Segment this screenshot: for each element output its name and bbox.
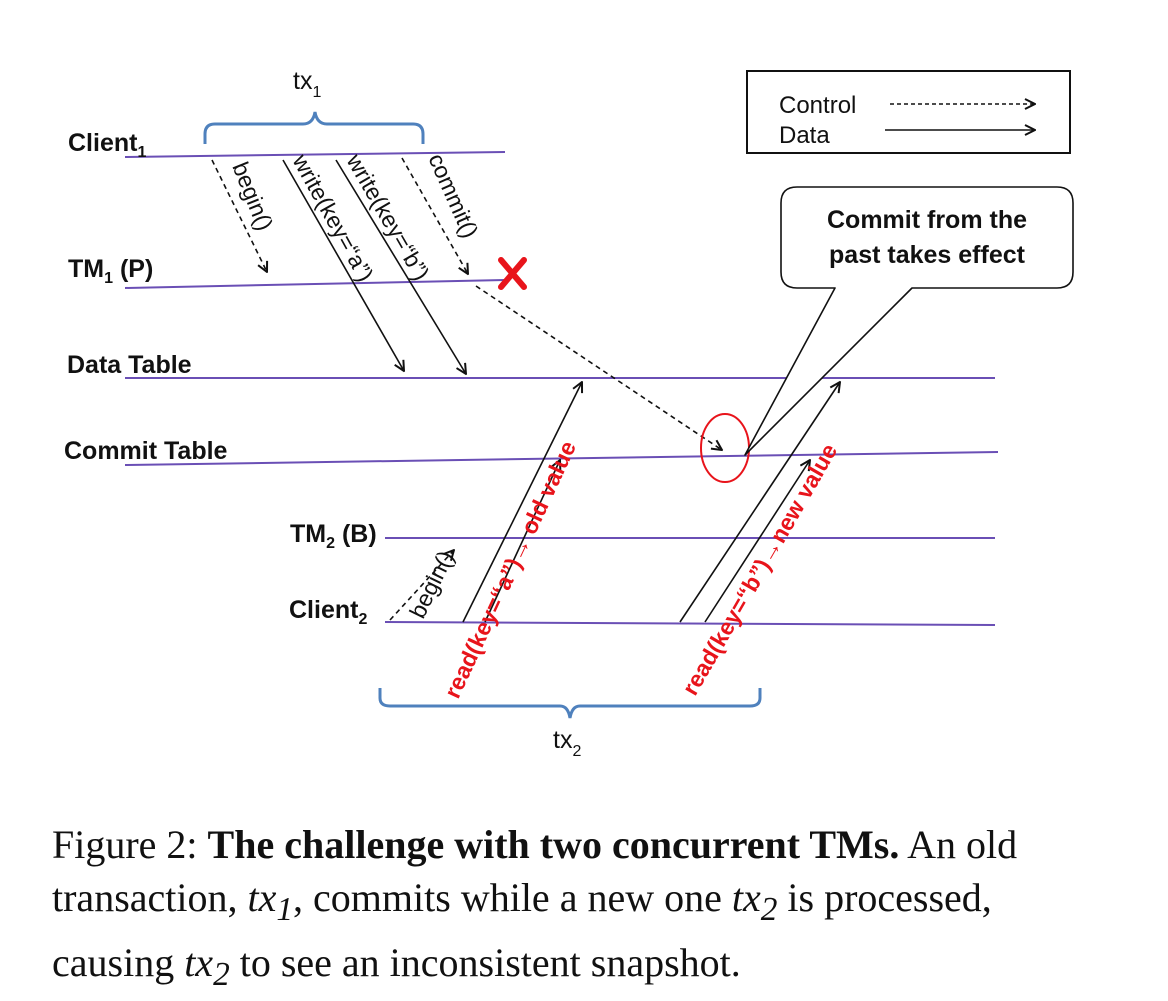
caption-title: The challenge with two concurrent TMs.: [207, 822, 900, 867]
client1-label: Client1: [68, 129, 146, 161]
caption-body-1: An old transaction,: [52, 822, 1018, 920]
tx1-begin-arrow: [211, 159, 267, 272]
commit-table-lifeline: [124, 451, 999, 466]
tm1-label: TM1 (P): [68, 255, 153, 287]
caption-prefix: Figure 2:: [52, 822, 208, 867]
tx2-read-a-arrow-2: [484, 460, 560, 623]
lifelines: [124, 151, 999, 626]
legend-control-label: Control: [779, 92, 856, 119]
tx1-begin-label: begin(): [227, 158, 278, 234]
tx2-brace: [378, 688, 762, 719]
data-table-label: Data Table: [67, 351, 192, 379]
figure-caption: Figure 2: The challenge with two concurr…: [52, 818, 1122, 1001]
caption-body-4: to see an inconsistent snapshot.: [229, 940, 741, 985]
callout-bubble: [744, 186, 1074, 456]
late-commit-highlight: [700, 413, 750, 483]
caption-body-2: , commits while a new one: [293, 875, 732, 920]
tx1-label: tx1: [293, 67, 321, 101]
caption-tx2-second: tx2: [184, 940, 230, 993]
tx2-read-b-arrow-1: [679, 382, 840, 623]
diagram-canvas: Client1 TM1 (P) Data Table Commit Table …: [64, 67, 1074, 760]
client2-label: Client2: [289, 596, 367, 628]
client2-lifeline: [384, 621, 996, 626]
tx2-read-a-label: read(key=“a”)→ old value: [439, 437, 581, 702]
tx1-write-a-arrow: [282, 159, 404, 371]
tx1-brace: [203, 111, 425, 144]
tx1-commit-arrow: [401, 157, 468, 274]
tx2-begin-label: begin(): [404, 546, 459, 622]
tm2-label: TM2 (B): [290, 520, 377, 552]
legend-box: [746, 70, 1071, 154]
commit-table-label: Commit Table: [64, 437, 228, 465]
legend-data-label: Data: [779, 122, 830, 149]
late-commit-arrow: [475, 285, 722, 450]
crash-x-icon: [498, 257, 527, 290]
caption-tx2: tx2: [731, 875, 778, 928]
caption-tx1: tx1: [247, 875, 294, 928]
tx2-read-b-arrow-2: [704, 460, 810, 623]
tx2-read-a-arrow-1: [462, 382, 582, 623]
tm1-lifeline: [124, 279, 506, 289]
client1-lifeline: [124, 151, 506, 158]
callout-line-1: Commit from the: [827, 206, 1027, 234]
tx2-label: tx2: [553, 726, 581, 760]
tx1-commit-label: commit(): [423, 149, 483, 241]
callout-line-2: past takes effect: [829, 241, 1026, 269]
tx2-read-b-label: read(key=“b”)→new value: [677, 439, 842, 699]
tx2-begin-arrow: [389, 550, 454, 621]
caption-body-3: is processed, causing: [52, 875, 992, 985]
tx1-write-b-arrow: [335, 159, 466, 374]
